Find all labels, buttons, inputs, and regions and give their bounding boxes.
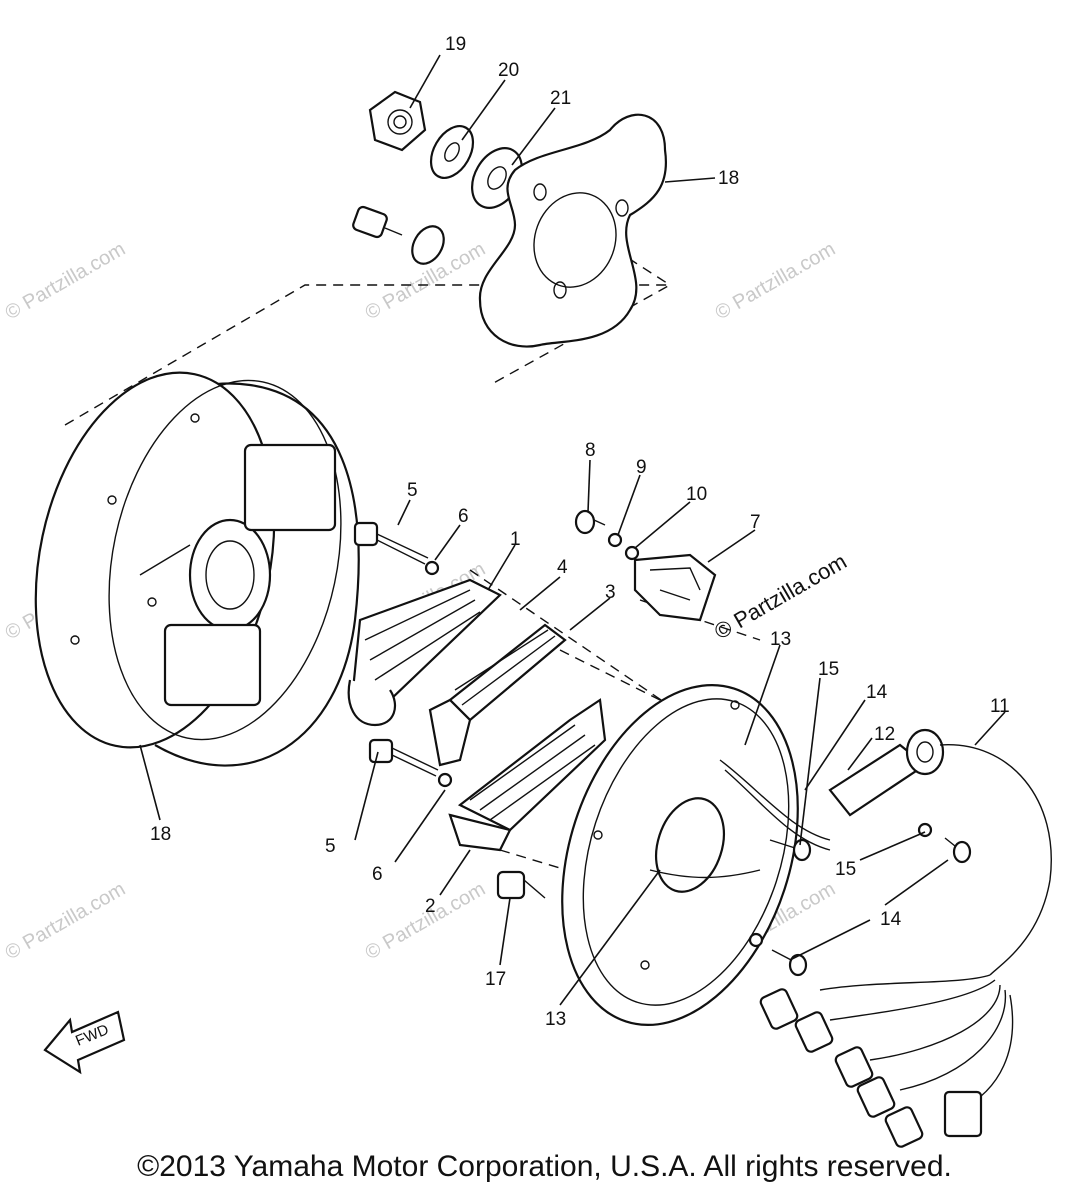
stator-base-plate [561, 684, 831, 1026]
grommet-12 [828, 728, 945, 817]
coil-2 [448, 698, 607, 852]
callout-2: 2 [425, 896, 436, 917]
callout-11: 11 [990, 696, 1010, 717]
wire-harness-11 [759, 744, 1052, 1148]
callout-10: 10 [686, 484, 707, 505]
watermark: © Partzilla.com [2, 238, 130, 324]
callout-5-lower: 5 [325, 836, 336, 857]
callout-15-lower: 15 [835, 859, 856, 880]
bolt-5-upper [353, 521, 440, 576]
screw-14-right [944, 837, 972, 864]
plate-18 [478, 113, 668, 348]
callout-6-upper: 6 [458, 506, 469, 527]
dashed-line [599, 239, 671, 286]
callout-12: 12 [874, 724, 895, 745]
watermark: © Partzilla.com [362, 878, 490, 964]
callout-17: 17 [485, 969, 506, 990]
screw-14-upper [769, 838, 812, 862]
callout-7: 7 [750, 512, 761, 533]
bolt-5-lower [368, 738, 453, 788]
callout-18-plate: 18 [718, 168, 739, 189]
dashed-line [559, 649, 661, 701]
contact-breaker-7 [633, 553, 717, 622]
callout-leaders [139, 54, 1006, 1006]
coil-3 [428, 623, 567, 767]
watermark: © Partzilla.com [712, 238, 840, 324]
callout-1: 1 [510, 529, 521, 550]
washer-10 [624, 545, 640, 561]
callout-14-upper: 14 [866, 682, 888, 703]
callout-6-lower: 6 [372, 864, 383, 885]
callout-numbers: 19 20 21 18 18 1 4 3 5 6 8 9 10 7 5 6 2 … [150, 34, 1010, 1030]
washer-9 [607, 532, 623, 548]
watermark: © Partzilla.com [2, 878, 130, 964]
callout-19: 19 [445, 34, 466, 55]
copyright-notice: ©2013 Yamaha Motor Corporation, U.S.A. A… [137, 1150, 952, 1183]
callout-8: 8 [585, 440, 596, 461]
nut-19 [368, 90, 427, 152]
callout-14-lower: 14 [880, 909, 902, 930]
screw-14-lower [748, 932, 808, 977]
callout-4: 4 [557, 557, 568, 578]
callout-13-lower: 13 [545, 1009, 566, 1030]
bolt-small [352, 205, 445, 265]
coil-1 [347, 578, 502, 727]
callout-21: 21 [550, 88, 571, 109]
callout-15-upper: 15 [818, 659, 839, 680]
callout-3: 3 [605, 582, 616, 603]
screw-8 [574, 509, 606, 535]
callout-13-upper: 13 [770, 629, 791, 650]
forward-arrow: FWD [43, 1010, 126, 1075]
flywheel-rotor [34, 371, 360, 767]
bolt-17 [496, 870, 546, 900]
washer-20 [429, 125, 475, 179]
callout-5-upper: 5 [407, 480, 418, 501]
callout-18-flywheel: 18 [150, 824, 171, 845]
callout-9: 9 [636, 457, 647, 478]
callout-20: 20 [498, 60, 519, 81]
